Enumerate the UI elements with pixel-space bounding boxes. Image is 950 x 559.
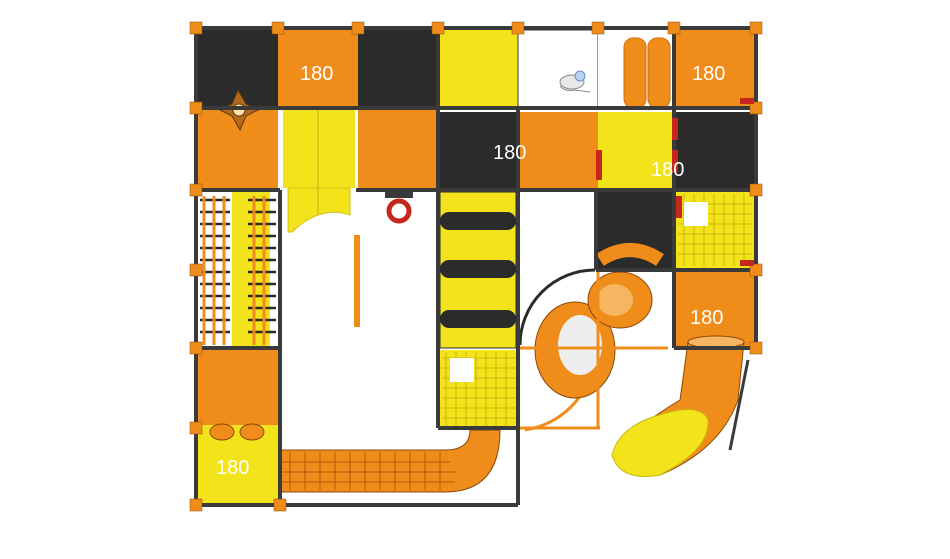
deck-black-4 xyxy=(674,112,754,192)
tube-slide-icon xyxy=(611,335,745,477)
platform-label-2: 180 xyxy=(692,63,726,85)
deck-yellow-2 xyxy=(598,112,674,192)
deck-white-1 xyxy=(517,29,599,109)
slide-yellow-top xyxy=(283,108,355,188)
deck-yellow-1 xyxy=(438,30,518,108)
platform-label-6: 180 xyxy=(216,457,250,479)
roller-1 xyxy=(440,212,516,230)
roller-barrels xyxy=(209,423,265,441)
deck-orange-1 xyxy=(278,30,358,108)
fireman-pole xyxy=(354,235,360,327)
deck-orange-7 xyxy=(676,270,754,348)
platform-label-4: 180 xyxy=(651,159,685,181)
deck-yellow-3 xyxy=(198,425,278,505)
deck-black-2 xyxy=(358,30,438,108)
yellow-wave-slide xyxy=(287,187,351,233)
deck-orange-6 xyxy=(198,350,278,425)
red-panel-accents xyxy=(596,98,754,266)
platform-label-5: 180 xyxy=(690,307,724,329)
roller-3 xyxy=(440,310,516,328)
vertical-tube-b xyxy=(647,37,671,109)
crawl-tunnel-icon xyxy=(279,429,501,493)
spiral-slide-icon xyxy=(518,243,664,432)
deck-orange-5 xyxy=(518,112,598,192)
vertical-tube-a xyxy=(623,37,647,109)
deck-orange-2 xyxy=(674,30,754,108)
post-caps xyxy=(189,21,763,512)
animal-figure-icon xyxy=(559,70,591,93)
roller-2 xyxy=(440,260,516,278)
deck-orange-4 xyxy=(358,108,438,188)
deck-black-3 xyxy=(438,112,518,192)
platform-label-3: 180 xyxy=(493,142,527,164)
platform-label-1: 180 xyxy=(300,63,334,85)
ring-handle-icon xyxy=(385,192,413,224)
